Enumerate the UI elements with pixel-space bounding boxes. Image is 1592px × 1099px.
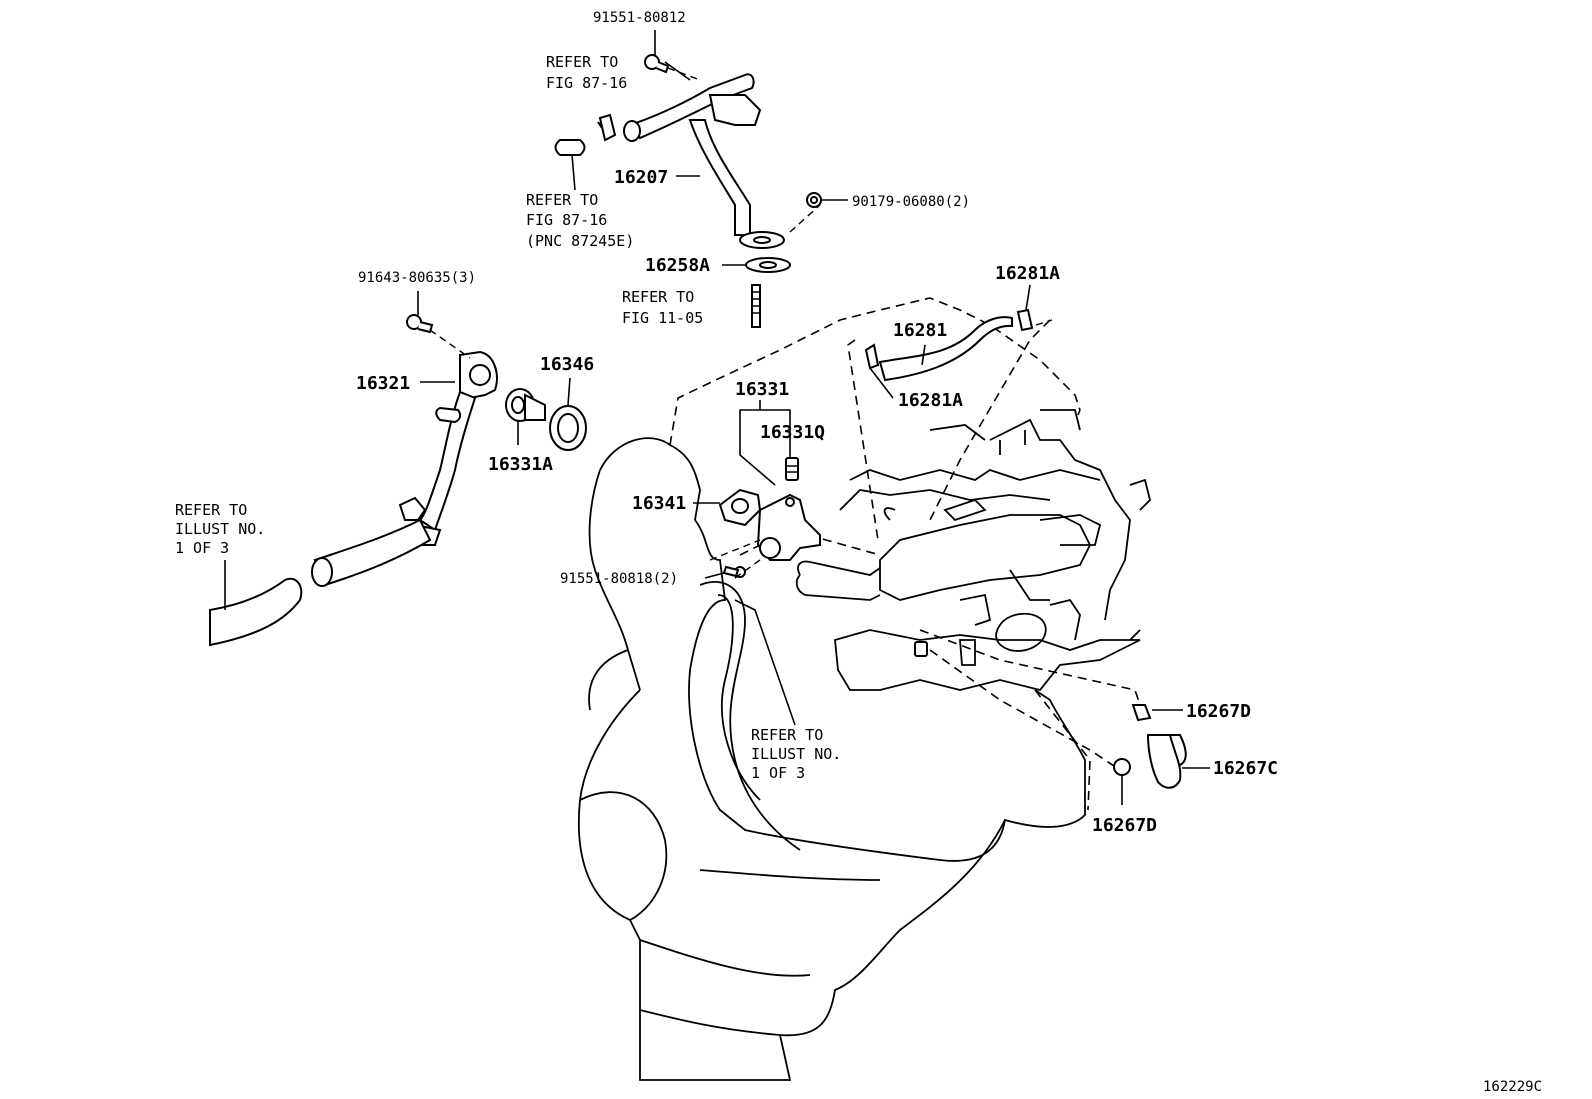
part-16331Q [785,457,799,481]
label-refer-fig11-line2: FIG 11-05 [622,309,703,327]
part-labels: 91551-80812 REFER TO FIG 87-16 REFER TO … [175,10,1542,1095]
gasket-16258A [745,257,791,273]
label-16331A: 16331A [488,454,553,475]
label-91643-80635: 91643-80635(3) [358,270,476,286]
part-16341-gasket [718,488,762,527]
label-16281A-mid: 16281A [898,390,963,411]
label-refer-illust-left-line1: REFER TO [175,501,247,519]
part-16267C-hose [1146,734,1187,789]
label-16258A: 16258A [645,255,710,276]
engine-block [577,437,1086,1081]
part-16321-pipe [311,350,498,587]
label-16331Q: 16331Q [760,422,825,443]
label-16331: 16331 [735,379,789,400]
part-16331A-thermostat [505,388,546,422]
leader-lines [224,30,1210,805]
label-16281A-top: 16281A [995,263,1060,284]
clamp-16281A-mid [864,343,880,370]
stud-bolt [751,284,761,328]
label-16267D-upper: 16267D [1186,701,1251,722]
referenced-hose [554,139,586,156]
label-16341: 16341 [632,493,686,514]
intake-manifold [834,409,1151,692]
part-16207-pipe [623,73,785,249]
dashed-alignment [429,67,1053,579]
label-16267C: 16267C [1213,758,1278,779]
hose-clamp [597,113,617,142]
label-refer-fig11-line1: REFER TO [622,288,694,306]
bypass-pipe [795,560,881,601]
clamp-16281A-top [1016,308,1034,332]
engine-cover-dashed [669,297,1141,811]
label-refer-illust-left-line2: ILLUST NO. [175,520,265,538]
label-refer-fig87-b-line1: REFER TO [526,191,598,209]
clamp-16267D-lower [1113,758,1131,776]
label-refer-illust-center-line1: REFER TO [751,726,823,744]
label-90179-06080: 90179-06080(2) [852,194,970,210]
part-16331-housing [756,493,821,561]
label-16321: 16321 [356,373,410,394]
label-91551-80812: 91551-80812 [593,10,686,26]
label-refer-fig87-b-line3: (PNC 87245E) [526,232,634,250]
bolt-91551-80812 [644,54,670,74]
nut-90179-06080 [806,192,822,208]
label-refer-fig87-b-line2: FIG 87-16 [526,211,607,229]
label-refer-illust-left-line3: 1 OF 3 [175,539,229,557]
bolt-91643-80635 [406,314,434,334]
part-16346-gasket [549,405,587,451]
part-16281-hose [878,316,1013,382]
label-refer-illust-center-line3: 1 OF 3 [751,764,805,782]
label-refer-fig87-a-line1: REFER TO [546,53,618,71]
radiator-hose-left [209,577,303,647]
clamp-16267D-upper [1131,704,1152,722]
label-refer-fig87-a-line2: FIG 87-16 [546,74,627,92]
label-16346: 16346 [540,354,594,375]
label-16207: 16207 [614,167,668,188]
label-refer-illust-center-line2: ILLUST NO. [751,745,841,763]
bolt-91551-80818 [722,565,746,578]
figure-id: 162229C [1483,1079,1542,1095]
label-16267D-lower: 16267D [1092,815,1157,836]
label-16281: 16281 [893,320,947,341]
fitting [914,641,928,657]
label-91551-80818: 91551-80818(2) [560,571,678,587]
